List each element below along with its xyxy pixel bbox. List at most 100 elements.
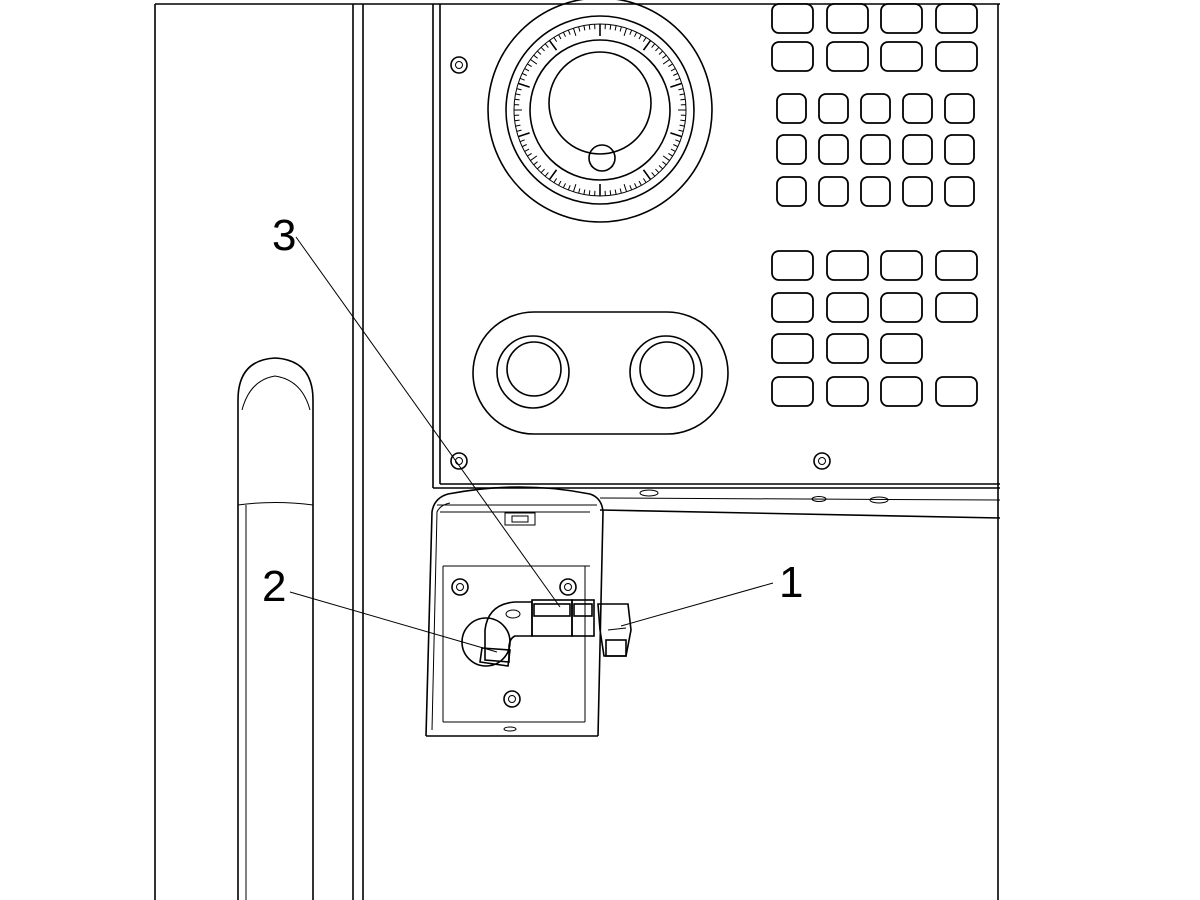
keypad-key[interactable]	[776, 93, 807, 124]
scale-tick	[655, 168, 660, 174]
scale-tick	[567, 29, 571, 35]
scale-tick	[675, 77, 681, 81]
handwheel-knob	[588, 144, 616, 172]
scale-tick	[583, 25, 586, 31]
keypad-key[interactable]	[935, 250, 978, 281]
scale-tick	[588, 24, 591, 30]
keypad-key[interactable]	[771, 250, 814, 281]
scale-tick	[558, 180, 562, 186]
keypad-key[interactable]	[880, 3, 923, 34]
scale-tick	[673, 144, 679, 148]
scale-tick	[524, 68, 530, 72]
scale-tick	[521, 72, 527, 76]
scale-tick	[673, 72, 679, 76]
scale-tick	[678, 129, 684, 132]
keypad-key[interactable]	[776, 176, 807, 207]
keypad-key[interactable]	[880, 250, 923, 281]
keypad-key[interactable]	[771, 333, 814, 364]
keypad-key[interactable]	[880, 41, 923, 72]
scale-tick	[629, 185, 633, 191]
keypad-key[interactable]	[771, 41, 814, 72]
keypad-key[interactable]	[826, 3, 869, 34]
keypad-key[interactable]	[880, 292, 923, 323]
keypad-key[interactable]	[935, 41, 978, 72]
keypad-key[interactable]	[880, 376, 923, 407]
scale-tick	[668, 63, 673, 68]
callout-2: 2	[262, 562, 286, 611]
keypad-key[interactable]	[944, 93, 975, 124]
screw-icon	[450, 452, 468, 470]
keypad-key[interactable]	[944, 176, 975, 207]
cabinet-frame	[154, 3, 1000, 900]
keypad-middle	[776, 93, 975, 207]
cabinet-handle	[237, 357, 314, 900]
scale-tick	[558, 34, 562, 40]
scale-tick	[553, 178, 558, 183]
keypad-key[interactable]	[826, 41, 869, 72]
scale-tick	[533, 161, 538, 166]
keypad-key[interactable]	[826, 250, 869, 281]
keypad-key[interactable]	[826, 333, 869, 364]
keypad-key[interactable]	[818, 176, 849, 207]
control-panel	[432, 4, 1001, 519]
angled-connector	[597, 603, 632, 657]
scale-tick	[527, 63, 532, 68]
scale-tick	[514, 119, 520, 122]
scale-tick	[516, 129, 522, 132]
scale-tick	[519, 77, 525, 81]
scale-tick	[678, 88, 684, 91]
scale-tick	[634, 31, 638, 37]
scale-tick	[642, 169, 652, 181]
keypad-key[interactable]	[771, 376, 814, 407]
scale-tick	[609, 24, 612, 30]
scale-tick	[638, 180, 642, 186]
scale-tick	[680, 119, 686, 122]
scale-tick	[638, 34, 642, 40]
scale-tick	[662, 54, 667, 59]
scale-tick	[614, 189, 617, 195]
scale-tick	[679, 93, 685, 96]
keypad-key[interactable]	[818, 93, 849, 124]
keypad-key[interactable]	[935, 292, 978, 323]
keypad-key[interactable]	[935, 376, 978, 407]
scale-tick	[536, 50, 542, 55]
push-button-housing	[472, 311, 729, 435]
keypad-key[interactable]	[826, 376, 869, 407]
scale-tick	[655, 46, 660, 52]
scale-tick	[634, 183, 638, 189]
scale-tick	[517, 82, 530, 88]
scale-tick	[670, 82, 683, 88]
scale-tick	[562, 183, 566, 189]
scale-tick	[629, 29, 633, 35]
keypad-key[interactable]	[860, 93, 891, 124]
keypad-key[interactable]	[902, 134, 933, 165]
keypad-key[interactable]	[860, 176, 891, 207]
scale-tick	[514, 98, 520, 101]
keypad-key[interactable]	[771, 3, 814, 34]
scale-tick	[651, 172, 656, 177]
push-button-left[interactable]	[496, 335, 570, 409]
keypad-key[interactable]	[826, 292, 869, 323]
scale-tick	[533, 54, 538, 59]
keypad-key[interactable]	[860, 134, 891, 165]
push-button-right[interactable]	[629, 335, 703, 409]
scale-tick	[521, 144, 527, 148]
keypad-key[interactable]	[818, 134, 849, 165]
keypad-key[interactable]	[935, 3, 978, 34]
callout-3: 3	[272, 211, 296, 260]
keypad-key[interactable]	[880, 333, 923, 364]
jog-handwheel[interactable]	[487, 0, 713, 223]
keypad-key[interactable]	[771, 292, 814, 323]
scale-tick	[548, 39, 558, 51]
keypad-key[interactable]	[902, 176, 933, 207]
screw-icon	[451, 578, 469, 596]
scale-tick	[583, 189, 586, 195]
keypad-key[interactable]	[776, 134, 807, 165]
keypad-key[interactable]	[944, 134, 975, 165]
scale-tick	[572, 184, 577, 192]
scale-tick	[679, 124, 685, 127]
keypad-key[interactable]	[902, 93, 933, 124]
scale-tick	[662, 59, 670, 65]
scale-tick	[614, 25, 617, 31]
